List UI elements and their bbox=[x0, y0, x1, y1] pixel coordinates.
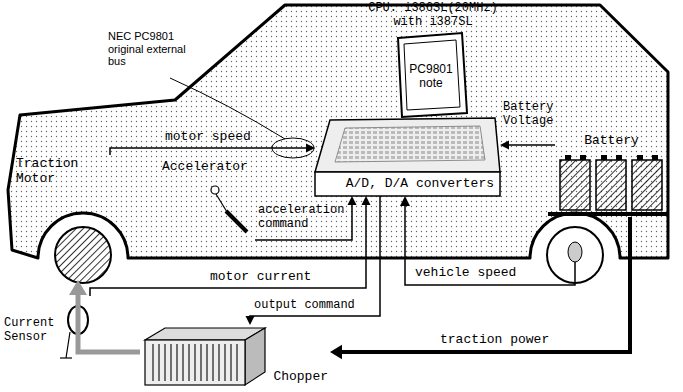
laptop-keys bbox=[335, 126, 485, 162]
signal-name: traction power bbox=[440, 333, 549, 348]
sensor-lead-foot bbox=[60, 357, 72, 358]
battery-bus bbox=[548, 212, 668, 216]
arrow-head bbox=[69, 280, 87, 295]
laptop-screen-inner bbox=[404, 40, 460, 110]
signal-connector bbox=[341, 217, 630, 352]
signal-name: motor current bbox=[210, 270, 311, 285]
connector-line bbox=[508, 144, 555, 146]
node-text: Battery bbox=[584, 134, 639, 149]
cpu-note: CPU: i386SL(20MHz) with i387SL bbox=[358, 2, 508, 30]
chopper-box: Chopper bbox=[140, 325, 330, 387]
arrow-head bbox=[330, 345, 342, 359]
laptop-keyboard bbox=[315, 118, 500, 172]
battery-box: Battery bbox=[555, 132, 668, 217]
node-text: Accelerator bbox=[162, 160, 248, 175]
connector-line bbox=[78, 294, 140, 352]
battery-cells bbox=[560, 155, 662, 210]
node-text: Current Sensor bbox=[4, 317, 64, 345]
pedal-arm bbox=[216, 194, 227, 212]
signal-name: output command bbox=[254, 299, 355, 313]
signal-connector bbox=[255, 204, 352, 240]
signal-connector bbox=[90, 204, 366, 296]
pedal-pivot bbox=[211, 186, 219, 194]
signal-connector bbox=[250, 196, 380, 317]
signal-connector bbox=[110, 148, 307, 155]
node-text: Chopper bbox=[273, 370, 328, 385]
connector-line bbox=[341, 217, 630, 352]
chopper-unit bbox=[145, 328, 265, 385]
signal-name: vehicle speed bbox=[415, 266, 516, 281]
node-text: PC9801 note bbox=[406, 63, 456, 91]
laptop-screen bbox=[398, 33, 467, 117]
pedal bbox=[226, 211, 247, 232]
signal-name: motor speed bbox=[165, 130, 251, 145]
laptop-front bbox=[315, 172, 500, 196]
accelerator-box: Accelerator bbox=[160, 158, 255, 246]
signal-name: acceleration command bbox=[258, 204, 350, 232]
speed-sensor bbox=[568, 242, 582, 262]
laptop-screen-text-box: PC9801 note bbox=[400, 40, 462, 114]
car-body bbox=[8, 5, 668, 258]
converter-box: A/D, D/A converters bbox=[315, 118, 500, 196]
node-text: Traction Motor bbox=[16, 157, 86, 187]
vehicle-speed-wire bbox=[405, 204, 575, 285]
arrow-head bbox=[400, 196, 410, 206]
traction-motor-wheel bbox=[55, 227, 111, 283]
node-text: A/D, D/A converters bbox=[346, 177, 494, 192]
signal-connector bbox=[78, 294, 140, 352]
signal-name: Battery Voltage bbox=[503, 101, 563, 129]
arrow-head bbox=[362, 196, 371, 205]
current-sensor-box: Current Sensor bbox=[2, 296, 94, 366]
arrow-head bbox=[500, 141, 509, 150]
arrow-head bbox=[306, 144, 315, 153]
arrow-head bbox=[348, 196, 357, 205]
connector-line bbox=[250, 196, 380, 317]
bus-note: NEC PC9801 original external bus bbox=[108, 30, 190, 68]
connector-line bbox=[255, 204, 352, 240]
connector-line bbox=[110, 148, 307, 155]
traction-motor-box: Traction Motor bbox=[14, 155, 118, 280]
connector-line bbox=[90, 204, 366, 296]
signal-connector bbox=[508, 145, 555, 146]
arrow-head bbox=[246, 316, 255, 325]
sensor-lead bbox=[66, 332, 70, 358]
